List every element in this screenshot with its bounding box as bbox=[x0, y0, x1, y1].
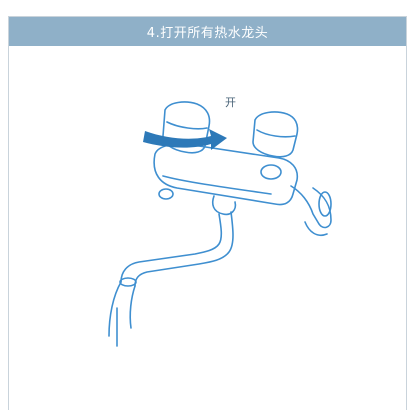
spout bbox=[108, 211, 234, 347]
card-header: 4.打开所有热水龙头 bbox=[9, 17, 406, 46]
faucet-body bbox=[153, 143, 299, 216]
faucet-illustration: 开 bbox=[108, 96, 332, 347]
cold-handle bbox=[252, 111, 299, 180]
open-label: 开 bbox=[225, 96, 236, 109]
step-title: 4.打开所有热水龙头 bbox=[146, 26, 269, 41]
hot-handle bbox=[162, 101, 211, 154]
inlet-elbow bbox=[290, 185, 332, 237]
rotate-arrow-icon bbox=[143, 129, 227, 150]
instruction-card: 4.打开所有热水龙头 开 bbox=[8, 16, 407, 410]
